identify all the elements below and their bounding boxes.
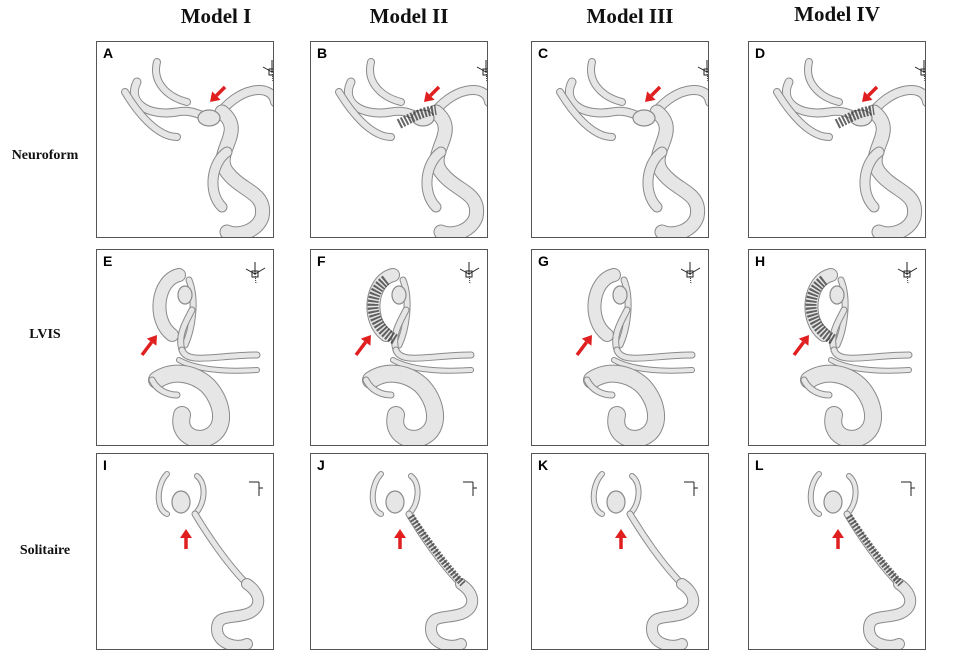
aneurysm-arrow-icon [575, 335, 592, 357]
axis-triad-icon [914, 60, 925, 83]
vessel-model-image [807, 471, 917, 649]
panel-letter-label: K [538, 457, 549, 473]
figure-panel-h: H [748, 249, 926, 446]
aneurysm-arrow-icon [615, 529, 627, 549]
row-label-neuroform: Neuroform [11, 148, 79, 163]
figure-panel-g: G [531, 249, 709, 446]
figure-panel-d: D [748, 41, 926, 238]
aneurysm-arrow-icon [394, 529, 406, 549]
figure-panel-b: B [310, 41, 488, 238]
aneurysm-arrow-icon [424, 85, 441, 102]
vessel-model-image [335, 58, 487, 237]
vessel-model-image [369, 471, 479, 649]
vessel-model-image [792, 262, 918, 445]
axis-triad-icon [476, 60, 487, 83]
panel-letter-label: L [755, 457, 764, 473]
figure-panel-e: E [96, 249, 274, 446]
vessel-model-image [556, 58, 708, 237]
row-label-solitaire: Solitaire [19, 543, 71, 558]
axis-triad-icon [262, 60, 273, 83]
figure-panel-i: I [96, 453, 274, 650]
panel-letter-label: A [103, 45, 114, 61]
aneurysm-arrow-icon [792, 335, 809, 357]
axis-triad-icon [680, 262, 701, 285]
aneurysm-arrow-icon [140, 335, 157, 357]
axis-triad-icon [245, 262, 266, 285]
axis-triad-icon [897, 262, 918, 285]
panel-letter-label: I [103, 457, 107, 473]
axis-triad-icon [463, 481, 477, 496]
row-label-lvis: LVIS [29, 327, 61, 342]
panel-letter-label: C [538, 45, 549, 61]
vessel-model-image [773, 58, 925, 237]
axis-triad-icon [697, 60, 708, 83]
vessel-model-image [590, 471, 700, 649]
vessel-model-image [575, 262, 701, 445]
vessel-model-image [140, 262, 266, 445]
axis-triad-icon [459, 262, 480, 285]
panel-letter-label: B [317, 45, 328, 61]
figure-panel-a: A [96, 41, 274, 238]
column-header-model-1: Model I [180, 4, 252, 28]
aneurysm-arrow-icon [645, 85, 662, 102]
figure-panel-c: C [531, 41, 709, 238]
figure-panel-k: K [531, 453, 709, 650]
figure-panel-l: L [748, 453, 926, 650]
vessel-model-image [155, 471, 265, 649]
panel-letter-label: D [755, 45, 766, 61]
vessel-model-image [121, 58, 273, 237]
figure-panel-j: J [310, 453, 488, 650]
axis-triad-icon [901, 481, 915, 496]
aneurysm-arrow-icon [862, 85, 879, 102]
panel-letter-label: J [317, 457, 325, 473]
column-header-model-4: Model IV [794, 2, 880, 26]
panel-letter-label: H [755, 253, 766, 269]
figure-panel-f: F [310, 249, 488, 446]
column-header-model-3: Model III [586, 4, 674, 28]
panel-letter-label: E [103, 253, 113, 269]
axis-triad-icon [684, 481, 698, 496]
aneurysm-arrow-icon [180, 529, 192, 549]
column-header-model-2: Model II [369, 4, 449, 28]
axis-triad-icon [249, 481, 263, 496]
aneurysm-arrow-icon [354, 335, 371, 357]
vessel-model-image [354, 262, 480, 445]
panel-letter-label: G [538, 253, 549, 269]
aneurysm-arrow-icon [832, 529, 844, 549]
aneurysm-arrow-icon [210, 85, 227, 102]
panel-letter-label: F [317, 253, 326, 269]
